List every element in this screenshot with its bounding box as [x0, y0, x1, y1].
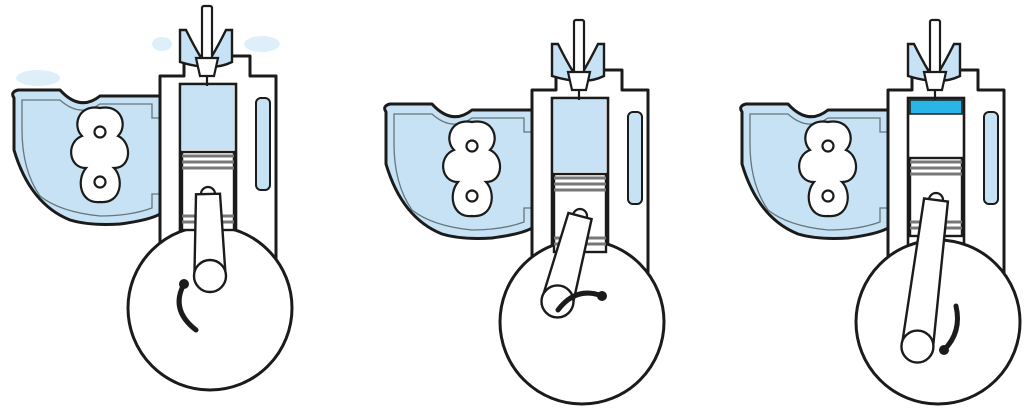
cylinder-charge	[554, 100, 606, 172]
air-haze	[152, 37, 172, 51]
compressed-charge	[910, 100, 962, 114]
engine-stage-3	[741, 20, 1020, 404]
arrow-head-icon	[939, 345, 949, 355]
cylinder-charge	[182, 86, 234, 150]
air-haze	[16, 70, 60, 86]
arrow-head-icon	[179, 279, 189, 289]
crank-pin	[901, 331, 933, 363]
arrow-head-icon	[597, 291, 607, 301]
air-haze	[244, 36, 280, 52]
crank-pin	[194, 260, 226, 292]
engine-stage-2	[385, 20, 664, 404]
engine-stage-1	[13, 6, 292, 390]
